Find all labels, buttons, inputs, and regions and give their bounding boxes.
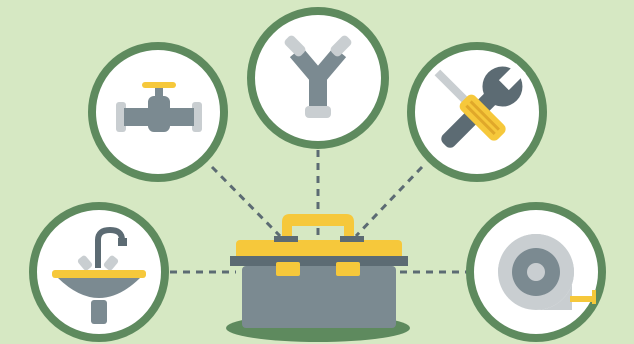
water-pipe-valve-icon bbox=[92, 46, 224, 178]
connector-wrench bbox=[356, 167, 422, 236]
sink-faucet-icon bbox=[33, 206, 165, 338]
wrench-screwdriver-icon bbox=[411, 46, 543, 178]
connector-valve bbox=[212, 167, 280, 236]
tape-measure-icon bbox=[470, 206, 602, 338]
y-pipe-fitting-icon bbox=[251, 11, 385, 145]
